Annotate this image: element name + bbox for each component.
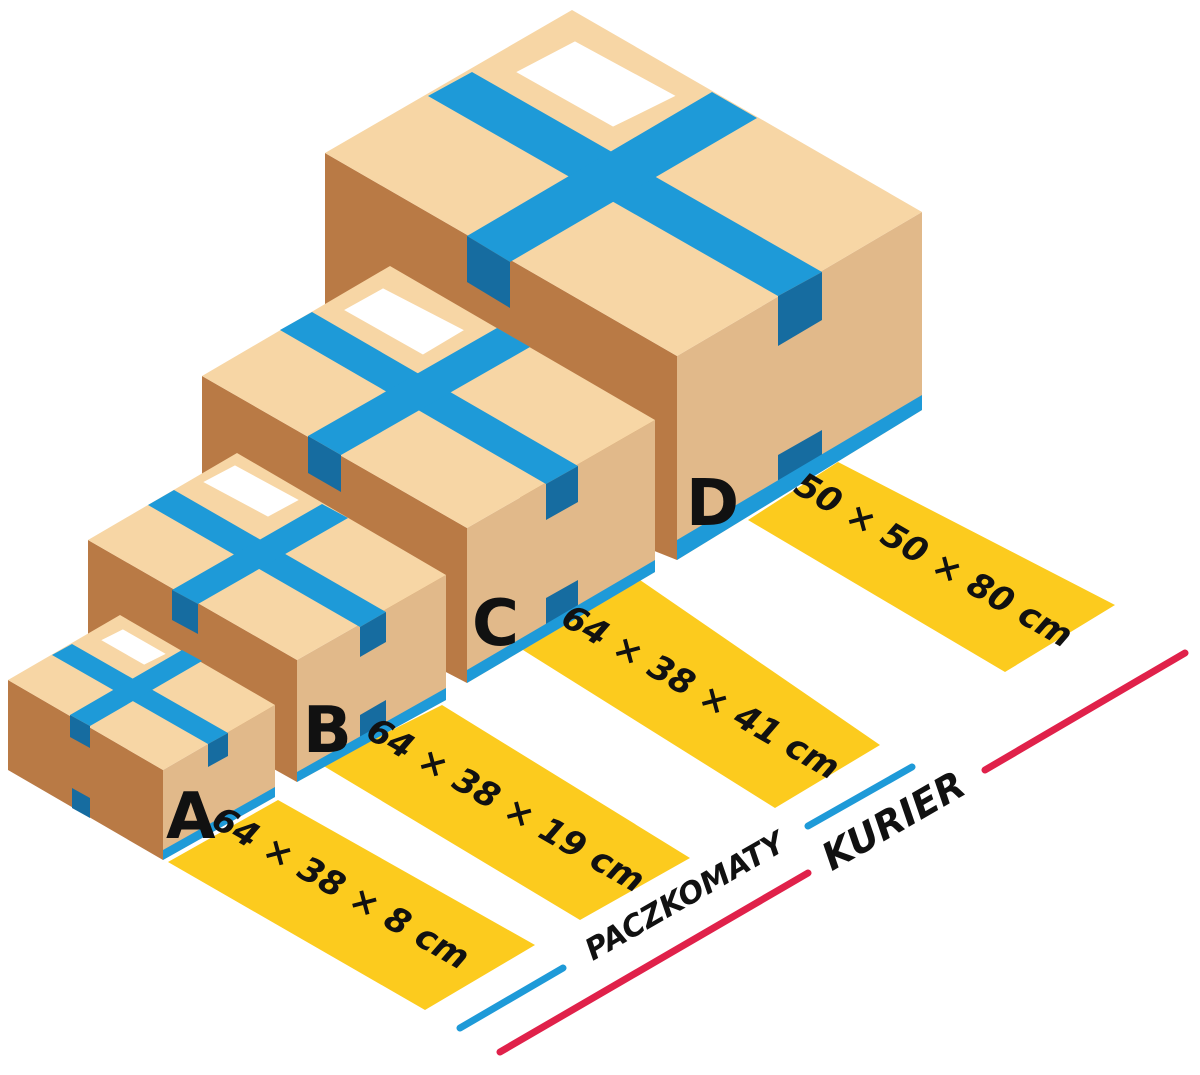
- box-b-tape-bottom: [360, 700, 386, 739]
- box-a-tape-short: [70, 650, 202, 726]
- box-a-tape-side-left: [70, 715, 90, 748]
- kurier-line-left: [496, 869, 812, 1056]
- box-c: C: [202, 266, 655, 683]
- box-a-tape-bottom: [72, 788, 90, 818]
- box-c-tape-bottom: [546, 580, 578, 626]
- box-a: A: [8, 615, 275, 860]
- box-b-tape-short: [172, 504, 348, 604]
- box-d-label: [503, 34, 689, 134]
- box-d-tape-side-left: [467, 236, 510, 308]
- box-d-tape-side-right: [778, 272, 822, 346]
- paczkomaty-line-right: [804, 763, 916, 830]
- box-c-tape-side-right: [546, 466, 578, 520]
- box-a-letter: A: [166, 780, 216, 854]
- box-b-base-band: [297, 688, 446, 782]
- box-b-right-face: [297, 575, 446, 782]
- box-c-tape-side-left: [308, 436, 341, 492]
- box-a-left-face: [8, 680, 163, 860]
- box-d-tape-short: [467, 92, 757, 262]
- box-d-letter: D: [686, 467, 739, 541]
- box-b-tape-side-left: [172, 590, 198, 634]
- kurier-line-right: [981, 649, 1189, 774]
- box-c-label: [331, 281, 477, 362]
- strip-a: [168, 800, 535, 1010]
- box-d-right-face: [677, 212, 922, 560]
- box-b-letter: B: [303, 694, 352, 768]
- dimension-strips: [168, 462, 1115, 1010]
- box-d-base-band: [677, 395, 922, 560]
- box-a-label: [88, 622, 179, 672]
- box-b-tape-side-right: [360, 612, 386, 657]
- box-c-letter: C: [472, 587, 519, 661]
- paczkomaty-line-left: [456, 964, 567, 1032]
- box-a-base-band: [163, 787, 275, 860]
- box-a-tape-side-right: [208, 733, 228, 767]
- strip-d: [748, 462, 1115, 672]
- box-c-tape-short: [308, 328, 530, 455]
- box-c-base-band: [467, 560, 655, 683]
- box-c-right-face: [467, 420, 655, 683]
- strip-c: [515, 580, 880, 808]
- box-b-label: [190, 458, 312, 524]
- box-a-right-face: [163, 705, 275, 860]
- strip-b: [322, 705, 690, 920]
